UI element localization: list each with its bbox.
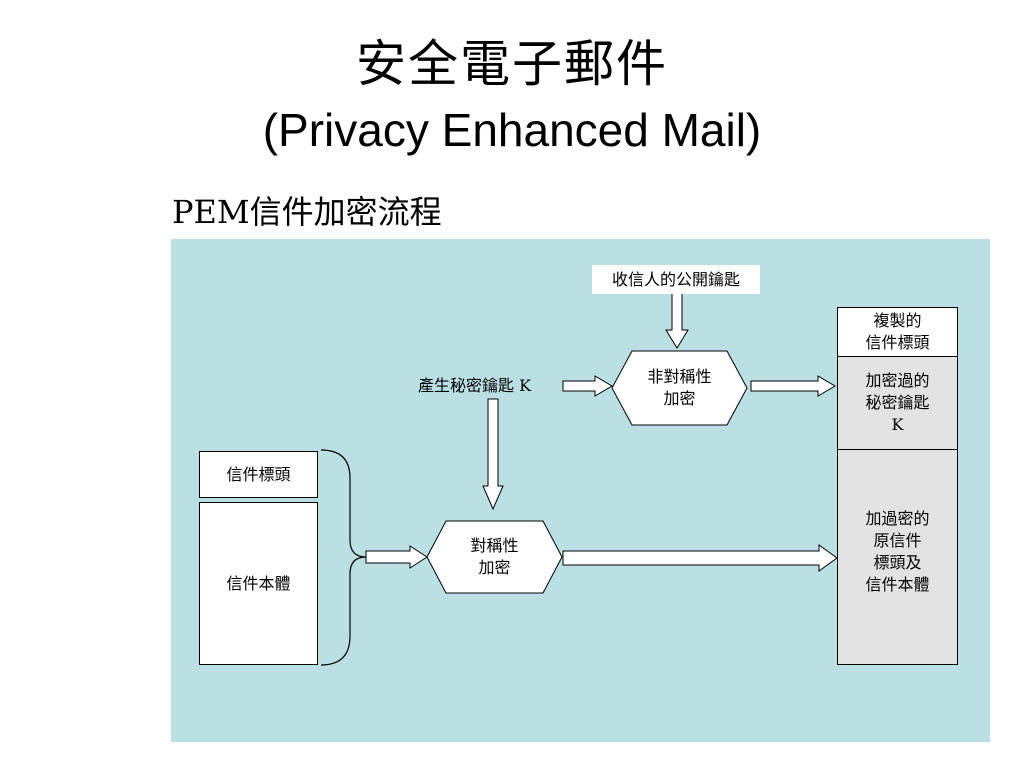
public-key-label: 收信人的公開鑰匙: [592, 265, 760, 294]
page-subtitle: PEM信件加密流程: [172, 193, 442, 231]
message-body-box: 信件本體: [199, 502, 318, 665]
asymmetric-encryption-hexagon: [611, 350, 748, 426]
arrow-message-into-symmetric: [365, 545, 428, 569]
encrypted-message-box: 加過密的 原信件 標頭及 信件本體: [837, 449, 958, 665]
asymmetric-encryption-label: 非對稱性 加密: [647, 367, 712, 408]
encrypted-secret-key-box: 加密過的 秘密鑰匙 K: [837, 356, 958, 450]
arrow-generate-key-down: [482, 398, 504, 511]
page-title-english: (Privacy Enhanced Mail): [262, 104, 762, 156]
message-brace: [320, 449, 367, 666]
generate-secret-key-label: 產生秘密鑰匙 K: [418, 376, 532, 395]
page-title: 安全電子郵件: [356, 35, 668, 93]
arrow-generate-key-right: [562, 375, 613, 397]
arrow-asymmetric-output: [750, 375, 836, 397]
arrow-public-key-down: [665, 291, 689, 349]
arrow-symmetric-output: [562, 544, 838, 572]
symmetric-encryption-hexagon: [426, 520, 563, 594]
message-header-box: 信件標頭: [199, 451, 318, 498]
copied-header-box: 複製的 信件標頭: [837, 307, 958, 357]
symmetric-encryption-label: 對稱性 加密: [470, 536, 519, 577]
